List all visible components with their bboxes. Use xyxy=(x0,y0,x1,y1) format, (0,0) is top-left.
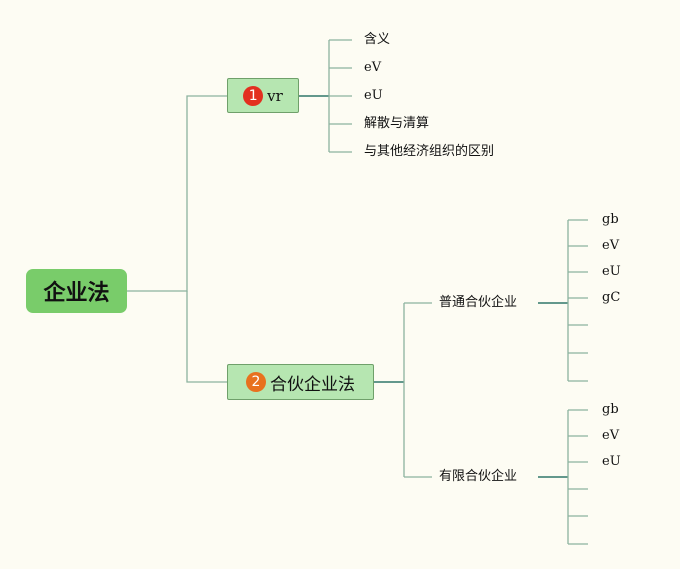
topic-1-node[interactable]: 1 vr xyxy=(227,78,299,113)
connector-sub2-ticks xyxy=(568,409,588,545)
sub1-child-2[interactable]: eV xyxy=(602,238,620,253)
connector-topic1-ticks xyxy=(329,39,352,153)
topic-1-child-2[interactable]: eV xyxy=(364,60,382,75)
subtopic-limited-partnership[interactable]: 有限合伙企业 xyxy=(439,469,518,484)
topic-2-label: 合伙企业法 xyxy=(270,374,355,395)
topic-2-node[interactable]: 2 合伙企业法 xyxy=(227,364,374,400)
sub1-child-3[interactable]: eU xyxy=(602,264,621,279)
topic-1-child-5[interactable]: 与其他经济组织的区别 xyxy=(364,144,495,159)
root-label: 企业法 xyxy=(43,281,110,306)
subtopic-general-partnership[interactable]: 普通合伙企业 xyxy=(439,295,518,310)
sub2-child-3[interactable]: eU xyxy=(602,454,621,469)
topic-1-child-4[interactable]: 解散与清算 xyxy=(364,116,430,131)
sub2-child-2[interactable]: eV xyxy=(602,428,620,443)
connector-sub1-ticks xyxy=(568,219,588,382)
connector-root-topic1 xyxy=(127,95,227,292)
priority-2-badge-icon: 2 xyxy=(246,372,266,392)
sub1-child-1[interactable]: gb xyxy=(602,212,619,227)
topic-1-child-1[interactable]: 含义 xyxy=(364,32,391,47)
connector-root-topic2 xyxy=(186,291,227,383)
priority-1-badge-icon: 1 xyxy=(243,85,264,106)
topic-1-label: vr xyxy=(267,86,283,105)
sub2-child-1[interactable]: gb xyxy=(602,402,619,417)
sub1-child-4[interactable]: gC xyxy=(602,290,621,305)
connector-topic2-ticks xyxy=(404,302,432,478)
topic-1-child-3[interactable]: eU xyxy=(364,88,383,103)
root-node[interactable]: 企业法 xyxy=(26,269,127,313)
